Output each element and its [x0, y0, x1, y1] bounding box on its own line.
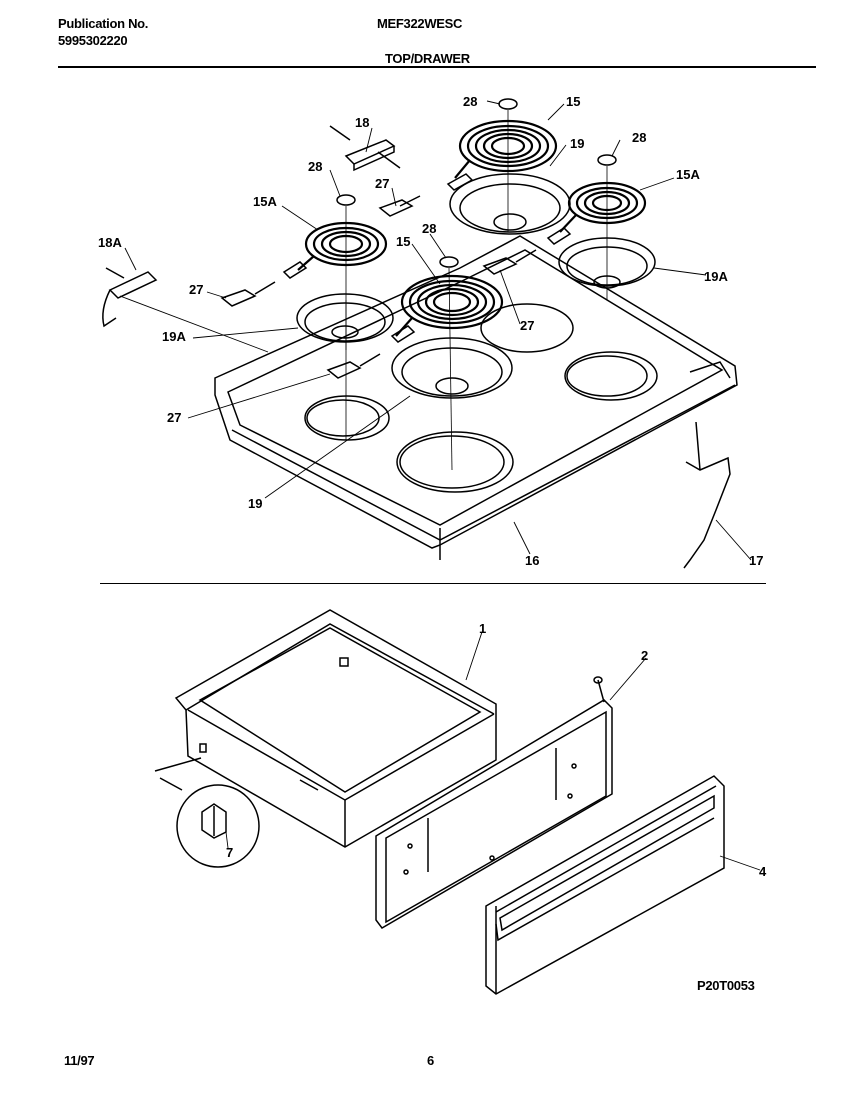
drawer-leader-lines: [225, 631, 761, 871]
receptacles-27: [220, 173, 572, 379]
callout-2: 2: [641, 648, 648, 663]
drawer-back-panel-2: [375, 676, 613, 929]
callout-19A: 19A: [704, 269, 728, 284]
callout-4: 4: [759, 864, 767, 879]
model-number: MEF322WESC: [377, 16, 463, 31]
publication-date: 11/97: [64, 1053, 95, 1068]
callout-7: 7: [226, 845, 233, 860]
callout-27: 27: [375, 176, 389, 191]
callout-19: 19: [248, 496, 262, 511]
callout-15A: 15A: [253, 194, 277, 209]
surface-element-15A-left: [297, 221, 388, 271]
callout-28: 28: [463, 94, 477, 109]
bracket-18: [329, 125, 401, 172]
callout-labels: 28 15 18 19 28 28 27 15A 15A 28 18A 15 2…: [98, 94, 767, 879]
page-number: 6: [427, 1053, 434, 1068]
wire-harness-17: [683, 421, 731, 569]
trim-caps-28: [336, 98, 617, 268]
leader-lines: [119, 100, 752, 561]
callout-28: 28: [308, 159, 322, 174]
callout-1: 1: [479, 621, 486, 636]
diagram-id: P20T0053: [697, 978, 755, 993]
callout-27: 27: [520, 318, 534, 333]
drawer-slide-7-detail: [154, 757, 260, 868]
callout-19: 19: [570, 136, 584, 151]
publication-number: 5995302220: [58, 33, 128, 48]
header-rule: [58, 66, 816, 68]
drawer-body-1: [174, 609, 497, 848]
section-title: TOP/DRAWER: [385, 51, 470, 66]
surface-element-15-front: [395, 274, 504, 337]
bracket-18A: [102, 267, 158, 328]
section-divider: [100, 583, 766, 584]
drip-bowl-19-front: [391, 337, 513, 399]
callout-19A: 19A: [162, 329, 186, 344]
callout-16: 16: [525, 553, 539, 568]
surface-element-15-rear: [454, 119, 558, 179]
publication-label: Publication No.: [58, 16, 149, 31]
drawer-front-panel-4: [485, 775, 725, 995]
surface-element-15A-right: [559, 181, 647, 233]
callout-27: 27: [167, 410, 181, 425]
drip-bowl-19A-left: [296, 293, 394, 343]
callout-15A: 15A: [676, 167, 700, 182]
callout-18: 18: [355, 115, 369, 130]
callout-15: 15: [396, 234, 410, 249]
callout-28: 28: [632, 130, 646, 145]
callout-17: 17: [749, 553, 763, 568]
callout-28: 28: [422, 221, 436, 236]
alignment-lines: [345, 110, 608, 471]
callout-27: 27: [189, 282, 203, 297]
callout-15: 15: [566, 94, 580, 109]
callout-18A: 18A: [98, 235, 122, 250]
